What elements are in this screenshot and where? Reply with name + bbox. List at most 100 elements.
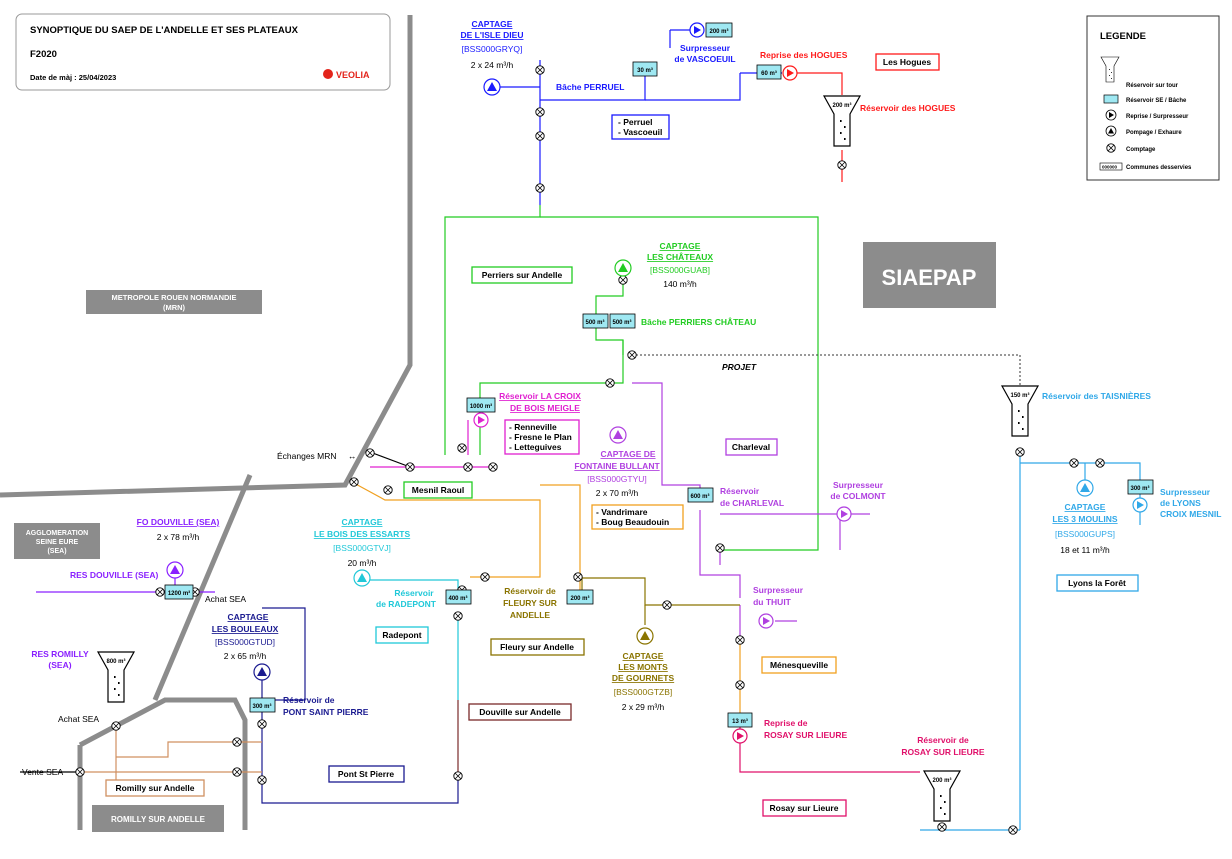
romilly-badge: ROMILLY SUR ANDELLE — [92, 805, 224, 832]
pipes-green — [444, 205, 819, 551]
pipes-black — [20, 451, 411, 773]
pump-vascoeuil-icon — [689, 22, 705, 38]
svg-text:RES ROMILLY: RES ROMILLY — [31, 649, 89, 659]
svg-text:200 m³: 200 m³ — [832, 102, 851, 109]
svg-text:- Vandrimare: - Vandrimare — [596, 507, 648, 517]
svg-text:Pont St Pierre: Pont St Pierre — [338, 769, 394, 779]
svg-text:ROMILLY SUR ANDELLE: ROMILLY SUR ANDELLE — [111, 815, 206, 824]
legend-item-pump: Reprise / Surpresseur — [1126, 114, 1189, 120]
svg-text:SIAEPAP: SIAEPAP — [882, 265, 977, 290]
svg-text:60 m³: 60 m³ — [761, 70, 777, 77]
svg-text:2 x 70 m³/h: 2 x 70 m³/h — [596, 488, 639, 498]
meters — [75, 65, 1105, 835]
svg-text:Charleval: Charleval — [732, 442, 770, 452]
legend-item-meter: Comptage — [1126, 147, 1156, 153]
svg-text:AGGLOMERATION: AGGLOMERATION — [26, 530, 88, 537]
legend-item-tower: Réservoir sur tour — [1126, 83, 1179, 89]
svg-text:[BSS000GTYU]: [BSS000GTYU] — [587, 474, 647, 484]
svg-text:[BSS000GUPS]: [BSS000GUPS] — [1055, 529, 1115, 539]
svg-text:Romilly sur Andelle: Romilly sur Andelle — [115, 783, 194, 793]
tank-perriers-500a: 500 m³ — [582, 313, 609, 329]
svg-text:2 x 78 m³/h: 2 x 78 m³/h — [157, 532, 200, 542]
svg-text:Réservoir: Réservoir — [720, 486, 760, 496]
svg-text:CAPTAGE: CAPTAGE — [660, 241, 701, 251]
svg-text:(MRN): (MRN) — [163, 303, 186, 312]
commune-perriers: Perriers sur Andelle — [471, 266, 573, 284]
svg-text:Réservoir: Réservoir — [394, 588, 434, 598]
commune-perruel-vascoeuil: - Perruel - Vascoeuil — [611, 114, 670, 140]
pump-rosay-icon — [732, 728, 748, 744]
commune-romilly: Romilly sur Andelle — [105, 779, 205, 797]
svg-text:(SEA): (SEA) — [48, 660, 71, 670]
svg-text:140 m³/h: 140 m³/h — [663, 279, 697, 289]
svg-text:Surpresseur: Surpresseur — [833, 480, 884, 490]
tank-perriers-500b: 500 m³ — [609, 313, 636, 329]
tank-hogues-60: 60 m³ — [756, 64, 782, 80]
svg-text:Ménesqueville: Ménesqueville — [770, 660, 828, 670]
svg-text:Réservoir des TAISNIÈRES: Réservoir des TAISNIÈRES — [1042, 391, 1151, 401]
agglo-badge: AGGLOMERATION SEINE EURE (SEA) — [14, 523, 100, 559]
svg-text:- Renneville: - Renneville — [509, 422, 557, 432]
legend-item-commune: Communes desservies — [1126, 165, 1192, 171]
commune-vandrimare: - Vandrimare - Boug Beaudouin — [591, 504, 684, 530]
commune-renneville: - Renneville - Fresne le Plan - Lettegui… — [504, 419, 580, 455]
svg-text:1200 m³: 1200 m³ — [168, 590, 190, 597]
svg-text:Bâche PERRIERS CHÂTEAU: Bâche PERRIERS CHÂTEAU — [641, 316, 756, 327]
pumps — [166, 22, 1148, 744]
tank-la-croix-1000: 1000 m³ — [466, 397, 496, 413]
commune-mesnil-raoul: Mesnil Raoul — [403, 481, 473, 499]
legend-well-icon — [1105, 125, 1117, 137]
well-3-moulins-icon — [1076, 479, 1094, 497]
tank-fleury-200: 200 m³ — [566, 589, 594, 605]
svg-text:Perriers sur Andelle: Perriers sur Andelle — [482, 270, 563, 280]
svg-text:- Perruel: - Perruel — [618, 117, 653, 127]
tower-romilly: 800 m³ — [97, 651, 135, 703]
svg-text:LES 3 MOULINS: LES 3 MOULINS — [1052, 514, 1118, 524]
svg-text:2 x 29 m³/h: 2 x 29 m³/h — [622, 702, 665, 712]
svg-text:2 x 65 m³/h: 2 x 65 m³/h — [224, 651, 267, 661]
svg-text:Bâche PERRUEL: Bâche PERRUEL — [556, 82, 625, 92]
svg-text:RES DOUVILLE (SEA): RES DOUVILLE (SEA) — [70, 570, 158, 580]
svg-text:18 et 11 m³/h: 18 et 11 m³/h — [1060, 545, 1110, 555]
svg-text:Rosay sur Lieure: Rosay sur Lieure — [770, 803, 839, 813]
svg-text:Reprise de: Reprise de — [764, 718, 808, 728]
svg-text:SEINE EURE: SEINE EURE — [36, 539, 79, 546]
tank-vascoeuil-200: 200 m³ — [705, 22, 733, 38]
svg-text:Réservoir de: Réservoir de — [283, 695, 335, 705]
svg-text:FLEURY SUR: FLEURY SUR — [503, 598, 557, 608]
pipes-olive — [581, 577, 740, 625]
well-essarts-icon — [353, 569, 371, 587]
legend-title: LEGENDE — [1100, 31, 1146, 42]
well-gournets-icon — [636, 627, 654, 645]
veolia-logo: VEOLIA — [336, 70, 370, 80]
legend-meter-icon — [1106, 143, 1116, 153]
siaepap-badge: SIAEPAP — [863, 242, 996, 308]
metropole-badge: METROPOLE ROUEN NORMANDIE (MRN) — [86, 290, 262, 314]
svg-text:30 m³: 30 m³ — [637, 67, 653, 74]
plan-code: F2020 — [30, 49, 57, 60]
svg-text:Réservoir LA CROIX: Réservoir LA CROIX — [499, 391, 581, 401]
update-date: Date de màj : 25/04/2023 — [30, 73, 116, 82]
svg-text:de COLMONT: de COLMONT — [830, 491, 886, 501]
pipes-orange — [351, 481, 741, 715]
pump-lyons-icon — [1132, 497, 1148, 513]
pipe-projet-dotted — [632, 354, 1021, 385]
svg-text:Réservoir de: Réservoir de — [917, 735, 969, 745]
svg-text:- Vascoeuil: - Vascoeuil — [618, 127, 662, 137]
svg-text:PROJET: PROJET — [722, 362, 757, 372]
svg-text:Réservoir des HOGUES: Réservoir des HOGUES — [860, 103, 956, 113]
svg-text:DE BOIS MEIGLE: DE BOIS MEIGLE — [510, 403, 580, 413]
commune-rosay: Rosay sur Lieure — [762, 799, 847, 817]
svg-text:200 m³: 200 m³ — [709, 28, 728, 35]
svg-text:Fleury sur Andelle: Fleury sur Andelle — [500, 642, 574, 652]
svg-text:Surpresseur: Surpresseur — [753, 585, 804, 595]
tank-douville-1200: 1200 m³ — [164, 584, 194, 600]
commune-boxes: Les Hogues - Perruel - Vascoeuil Perrier… — [105, 53, 1139, 817]
veolia-logo-icon — [323, 69, 333, 79]
svg-text:CAPTAGE: CAPTAGE — [1065, 502, 1106, 512]
svg-text:de VASCOEUIL: de VASCOEUIL — [674, 54, 735, 64]
svg-text:CAPTAGE: CAPTAGE — [342, 517, 383, 527]
exchange-arrow-icon: ↔ — [348, 451, 357, 461]
svg-text:200 m³: 200 m³ — [932, 777, 951, 784]
svg-text:METROPOLE ROUEN NORMANDIE: METROPOLE ROUEN NORMANDIE — [111, 293, 236, 302]
